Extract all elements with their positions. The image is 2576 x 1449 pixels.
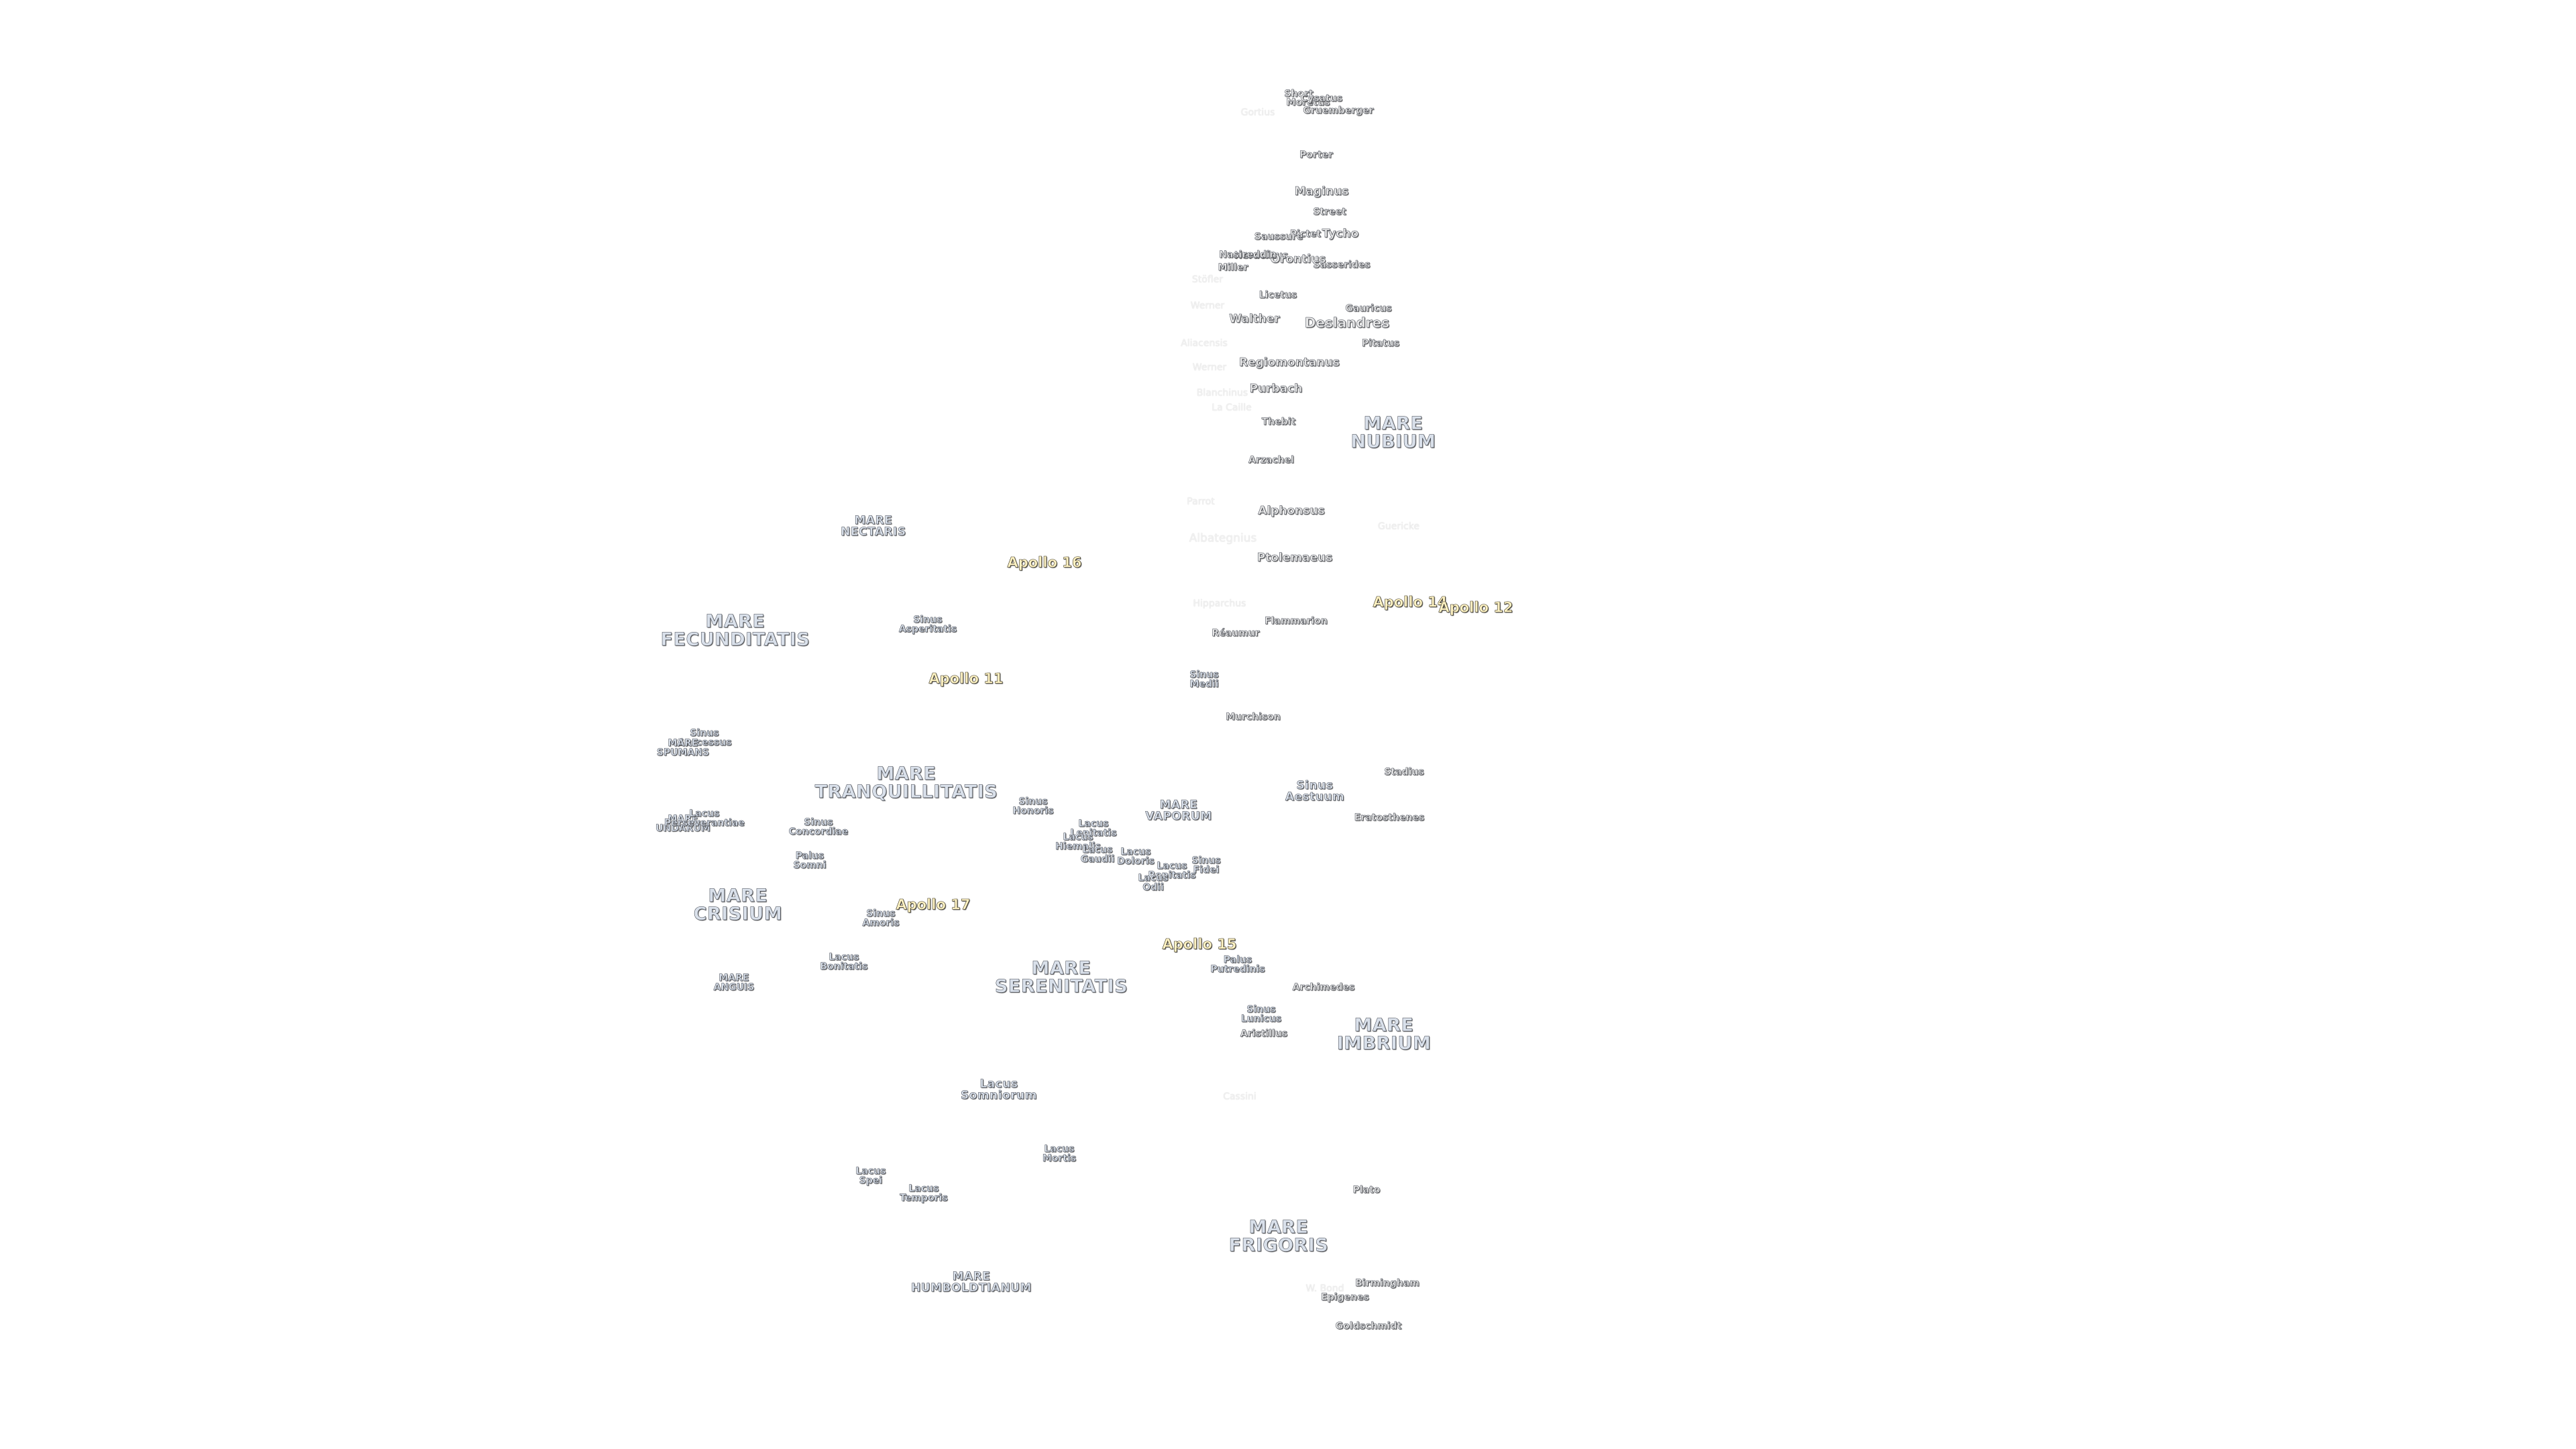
map-label-faint: Guericke [1378, 521, 1419, 532]
map-label-crat: Arzachel [1248, 455, 1294, 466]
map-label-feat: MARE UNDARUM [655, 814, 710, 834]
map-label-feat: Lacus Temporis [900, 1183, 948, 1203]
map-label-faint: Aliacensis [1181, 338, 1228, 349]
map-label-feat: Palus Somni [793, 851, 826, 871]
map-label-crat: Licetus [1258, 290, 1297, 301]
map-label-feat: Sinus Concordiae [788, 817, 849, 837]
map-label-crat: Miller [1218, 262, 1248, 273]
map-label-crat: Plato [1352, 1185, 1381, 1195]
map-label-faint: Parrot [1187, 496, 1215, 507]
map-label-crat: Eratosthenes [1354, 812, 1425, 823]
map-label-apollo: Apollo 14 [1373, 594, 1448, 610]
map-label-faint: Stöfler [1191, 274, 1224, 285]
map-label-crat: Tycho [1322, 227, 1359, 241]
map-label-mare: MARE NECTARIS [841, 514, 906, 539]
map-label-crat: Deslandres [1304, 315, 1390, 331]
map-label-faint: La Caille [1212, 402, 1252, 413]
map-label-faint: Blanchinus [1196, 388, 1248, 398]
map-label-faint: Hipparchus [1193, 598, 1246, 609]
map-label-crat: Cysatus [1300, 93, 1343, 104]
map-label-feat: Lacus Bonitatis [820, 952, 868, 972]
map-label-feat: Lacus Gaudii [1080, 845, 1115, 865]
map-label-faint: W. Bond [1305, 1283, 1344, 1294]
map-label-mare: MARE VAPORUM [1145, 798, 1212, 823]
map-label-crat: Gruemberger [1303, 105, 1374, 116]
map-label-crat: Thebit [1261, 417, 1296, 427]
map-label-crat: Murchison [1226, 712, 1281, 722]
map-label-crat: Moretus [1286, 97, 1330, 108]
map-label-mare: MARE FRIGORIS [1228, 1217, 1329, 1256]
map-label-crat: Pitatus [1361, 338, 1400, 349]
map-label-crat: Aristillus [1240, 1028, 1288, 1039]
map-label-crat: Walther [1229, 312, 1280, 326]
map-label-crat: Porter [1299, 150, 1333, 160]
map-label-feat: Lacus Bonitatis [1148, 861, 1196, 881]
map-label-crat: Ptolemaeus [1256, 551, 1333, 565]
map-label-apollo: Apollo 16 [1007, 554, 1082, 571]
map-label-feat: MARE SPUMANS [656, 738, 710, 758]
map-label-feat: Lacus Spei [855, 1166, 886, 1186]
map-label-mare: MARE NUBIUM [1350, 413, 1436, 452]
map-label-crat: Archimedes [1292, 982, 1355, 993]
map-label-feat: Sinus Lunicus [1240, 1004, 1282, 1024]
map-label-crat: Regiomontanus [1239, 356, 1340, 370]
map-label-mare: Lacus Somniorum [961, 1077, 1037, 1102]
map-label-apollo: Apollo 11 [928, 670, 1004, 687]
map-label-crat: Epigenes [1321, 1292, 1369, 1303]
map-label-crat: Saussure [1254, 231, 1303, 242]
map-label-faint: Cassini [1223, 1091, 1256, 1102]
map-label-feat: Lacus Lenitatis [1070, 818, 1117, 839]
map-label-feat: Lacus Odii [1138, 873, 1169, 893]
map-label-crat: Sasserides [1313, 260, 1371, 270]
map-label-mare: MARE HUMBOLDTIANUM [911, 1270, 1032, 1295]
map-label-crat: Heraclitus [1234, 250, 1289, 261]
map-label-crat: Pictet [1289, 229, 1322, 239]
map-label-mare: MARE IMBRIUM [1336, 1015, 1432, 1054]
map-label-crat: Stadius [1384, 767, 1424, 777]
map-label-crat: Réaumur [1212, 628, 1260, 639]
map-label-apollo: Apollo 15 [1162, 936, 1237, 953]
map-label-faint: Albategnius [1189, 531, 1257, 545]
map-label-mare: MARE CRISIUM [693, 885, 783, 924]
map-label-crat: Birmingham [1355, 1278, 1419, 1289]
map-label-mare: MARE TRANQUILLITATIS [814, 763, 998, 802]
map-label-feat: Lacus Perseverantiae [664, 808, 745, 828]
map-label-crat: Short [1284, 89, 1313, 99]
map-label-feat: Sinus Successus [677, 728, 732, 748]
map-label-mare: Sinus Aestuum [1285, 779, 1345, 804]
map-label-feat: Sinus Fidei [1191, 855, 1221, 875]
map-label-crat: Nasireddin [1219, 250, 1277, 260]
map-label-crat: Orontius [1270, 252, 1326, 266]
map-label-feat: MARE ANGUIS [713, 973, 755, 993]
map-label-faint: Werner [1190, 301, 1225, 311]
map-label-apollo: Apollo 17 [896, 896, 971, 913]
map-label-mare: MARE FECUNDITATIS [660, 611, 810, 650]
map-label-faint: Gortius [1240, 107, 1275, 118]
map-label-feat: Lacus Mortis [1042, 1144, 1077, 1164]
map-label-crat: Goldschmidt [1335, 1321, 1402, 1332]
map-label-crat: Street [1313, 207, 1346, 217]
map-label-apollo: Apollo 12 [1438, 599, 1513, 616]
map-label-crat: Gauricus [1345, 303, 1392, 314]
map-label-feat: Sinus Amoris [862, 908, 900, 928]
map-label-crat: Purbach [1249, 382, 1303, 396]
map-label-mare: MARE SERENITATIS [994, 958, 1128, 997]
map-label-feat: Sinus Honoris [1012, 796, 1054, 816]
map-label-crat: Alphonsus [1258, 504, 1325, 518]
map-label-feat: Sinus Medii [1189, 669, 1219, 690]
map-label-feat: Sinus Asperitatis [898, 614, 957, 635]
map-label-crat: Flammarion [1265, 616, 1328, 627]
map-label-feat: Palus Putredinis [1210, 955, 1265, 975]
map-label-feat: Lacus Hiemalis [1055, 832, 1101, 852]
map-label-faint: Werner [1192, 362, 1227, 373]
map-label-feat: Lacus Doloris [1117, 847, 1155, 867]
map-label-crat: Maginus [1294, 184, 1349, 199]
